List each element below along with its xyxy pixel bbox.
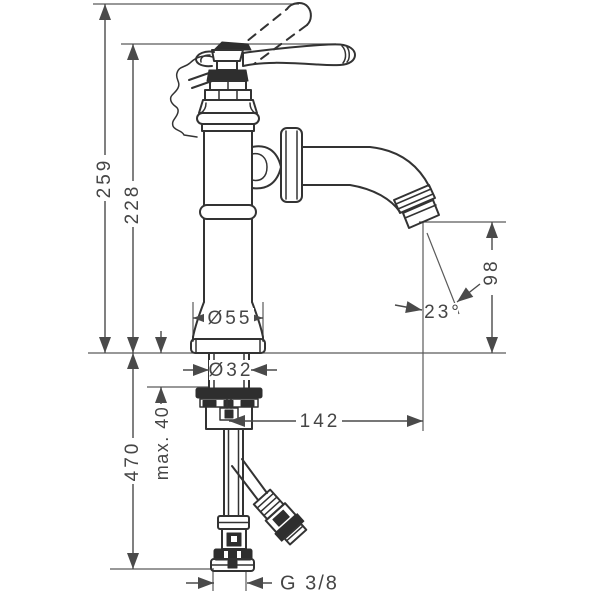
dimensions: 259 228 470 max. 40 98 Ø55	[94, 4, 502, 594]
dark-ring	[206, 69, 249, 82]
dimension-shank-diameter: Ø32	[183, 360, 277, 381]
base-diameter-label: Ø55	[208, 308, 253, 329]
washer	[199, 398, 259, 408]
break-mark	[191, 80, 213, 89]
raised-lever-tip	[286, 2, 312, 26]
column	[199, 130, 257, 303]
washer-segment	[240, 400, 255, 407]
bell	[198, 99, 258, 114]
hose-connector-bottom	[210, 515, 255, 572]
handle-hub	[211, 49, 244, 62]
lever-pivot	[213, 41, 252, 51]
spout-reach-label: 142	[300, 411, 341, 432]
washer-segment	[202, 400, 217, 407]
lever-handle-raised	[235, 2, 312, 65]
dimension-max-mounting-thickness: max. 40	[152, 331, 172, 480]
clevis-block	[224, 409, 234, 419]
connector-tip-line	[285, 525, 304, 542]
dimension-hose-length: 470	[122, 353, 143, 569]
spout-flange	[280, 127, 303, 203]
lever-tip-detail	[341, 45, 347, 64]
supply-hose-angled	[231, 458, 308, 546]
washer-outline	[199, 398, 259, 408]
connector-nut-slit	[237, 551, 241, 558]
connector-rib	[259, 496, 278, 513]
hose-length-label: 470	[122, 441, 143, 482]
dimension-base-diameter: Ø55	[193, 308, 263, 329]
raised-lever-edge	[253, 24, 308, 65]
dimension-height-to-lever: 228	[122, 44, 143, 353]
aerator-tip	[402, 199, 440, 229]
connector-block-core	[272, 509, 290, 527]
collar	[201, 123, 255, 132]
faucet-body	[169, 2, 440, 354]
spout	[251, 127, 430, 213]
dimension-connection-thread: G 3/8	[186, 572, 339, 594]
hose-connector-angled	[252, 488, 308, 546]
lever-tip-detail	[346, 46, 350, 63]
dimension-total-height: 259	[94, 4, 115, 353]
max-mounting-thickness-label: max. 40	[152, 406, 172, 481]
outlet-angle-label: 23°	[424, 302, 462, 323]
total-height-label: 259	[94, 158, 115, 199]
supply-hose-straight	[223, 428, 244, 517]
cutaway-squiggle	[169, 55, 214, 138]
hose-wall	[241, 458, 268, 494]
angle-line-spray	[426, 232, 460, 315]
aerator	[393, 184, 440, 229]
raised-lever-edge	[235, 8, 288, 51]
base-rim	[190, 338, 266, 354]
hub-stem	[216, 60, 238, 71]
aerator-rib	[395, 188, 432, 205]
aerator-tip-rib	[404, 204, 437, 219]
connector-core-hole	[231, 536, 237, 542]
reference-lines	[88, 3, 506, 591]
connector-nut-slit	[224, 551, 228, 558]
cartridge-stack	[196, 49, 260, 132]
ring-lower	[204, 89, 252, 101]
lever-grip	[242, 43, 356, 67]
shank-diameter-label: Ø32	[209, 360, 254, 381]
hose-wall	[231, 465, 259, 501]
connection-thread-label: G 3/8	[280, 572, 339, 594]
cutaway-detail	[169, 55, 214, 138]
spout-outer	[301, 146, 430, 187]
aerator-rib	[397, 193, 434, 210]
dimension-outlet-height: 98	[481, 222, 502, 353]
spout-inner	[301, 184, 401, 213]
lever-front-nub	[195, 50, 215, 68]
drain-and-hoses	[195, 352, 308, 572]
connector-rib	[263, 500, 281, 517]
base-flare-left	[192, 301, 205, 341]
connector-rib	[256, 492, 275, 509]
washer-segment	[223, 400, 234, 407]
dimension-spout-reach: 142	[229, 411, 423, 432]
mounting-nut	[195, 387, 263, 399]
height-to-lever-label: 228	[122, 184, 143, 225]
outlet-height-label: 98	[481, 258, 502, 285]
connector-tip	[283, 522, 308, 546]
o-ring	[196, 112, 260, 125]
break-mark	[188, 72, 210, 81]
column-ring	[199, 204, 257, 220]
connector-flange-block	[227, 560, 238, 569]
dimension-outlet-angle: 23°	[394, 283, 481, 323]
spout-junction-inner	[251, 152, 268, 182]
